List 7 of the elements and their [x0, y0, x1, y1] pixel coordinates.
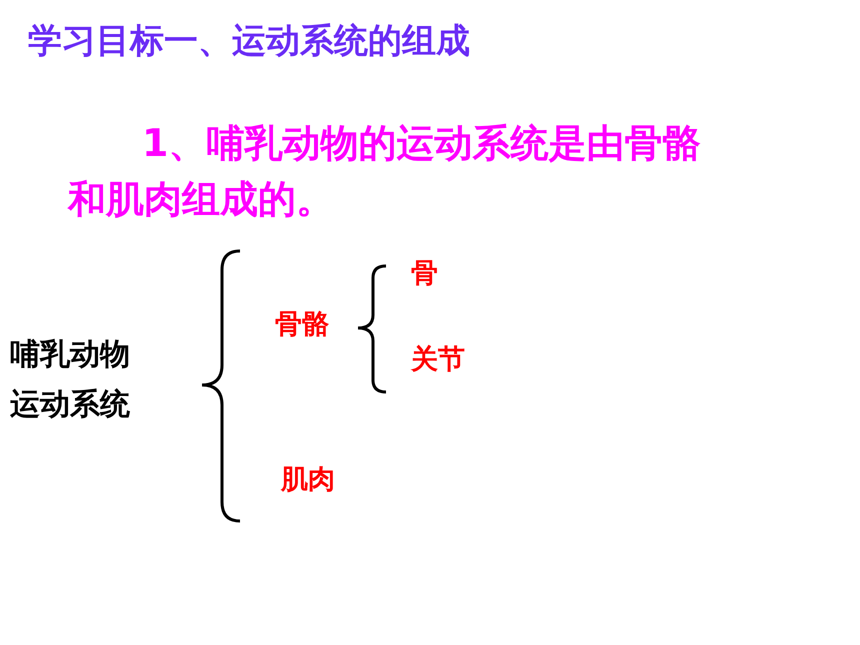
category-label: 关节: [411, 341, 465, 377]
category-label: 骨骼: [275, 306, 329, 342]
category-label: 哺乳动物运动系统: [10, 330, 130, 430]
category-label: 骨: [411, 255, 438, 291]
category-label: 肌肉: [281, 461, 335, 497]
statement-text: 1、哺乳动物的运动系统是由骨骼和肌肉组成的。: [68, 120, 702, 223]
title: 学习目标一、运动系统的组成: [28, 20, 470, 63]
